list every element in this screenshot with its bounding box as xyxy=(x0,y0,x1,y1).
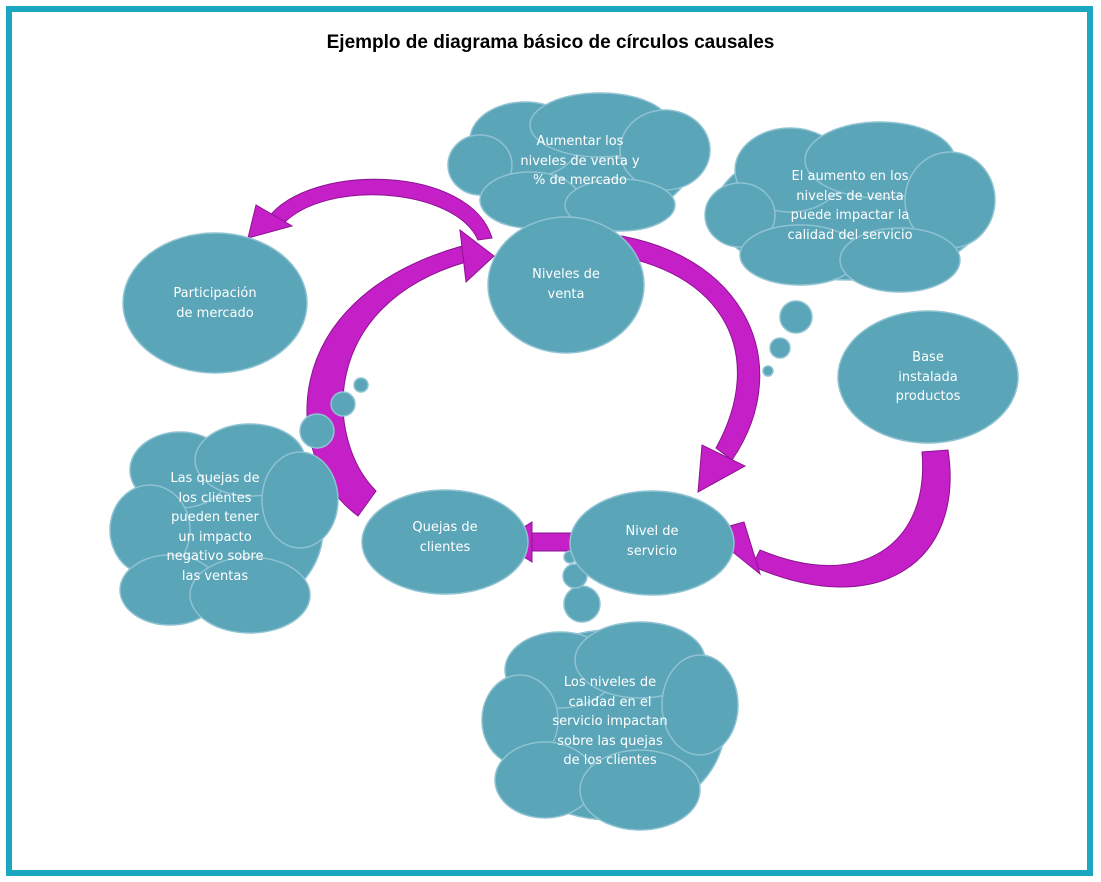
node-quejas xyxy=(361,489,529,595)
cloud-calidad-text: Los niveles de calidad en el servicio im… xyxy=(552,675,668,768)
arrow-quejas-to-venta xyxy=(306,228,495,517)
node-participacion-label: Participación de mercado xyxy=(173,286,257,321)
node-niveles-venta xyxy=(487,216,645,354)
cloud-quejas-impacto-text: Las quejas de los clientes pueden tener … xyxy=(166,471,264,584)
cloud-aumento xyxy=(704,121,996,377)
cloud-calidad xyxy=(481,550,739,831)
node-nivel-servicio xyxy=(569,490,735,596)
arrow-venta-to-participacion xyxy=(247,178,493,241)
cloud-aumento-text: El aumento en los niveles de venta puede… xyxy=(787,169,913,243)
node-participacion xyxy=(122,232,308,374)
diagram-title: Ejemplo de diagrama básico de círculos c… xyxy=(326,32,775,53)
arrow-venta-to-servicio xyxy=(585,231,761,493)
node-base-instalada-label: Base instalada productos xyxy=(895,350,961,404)
node-nivel-servicio-label: Nivel de servicio xyxy=(625,524,679,559)
cloud-aumentar xyxy=(447,92,711,232)
cloud-aumentar-text: Aumentar los niveles de venta y % de mer… xyxy=(520,134,640,188)
arrow-base-to-servicio xyxy=(706,449,951,588)
node-base-instalada xyxy=(837,310,1019,444)
cloud-quejas-impacto xyxy=(109,377,369,634)
node-quejas-label: Quejas de clientes xyxy=(412,520,478,555)
node-niveles-venta-label: Niveles de venta xyxy=(532,267,600,302)
